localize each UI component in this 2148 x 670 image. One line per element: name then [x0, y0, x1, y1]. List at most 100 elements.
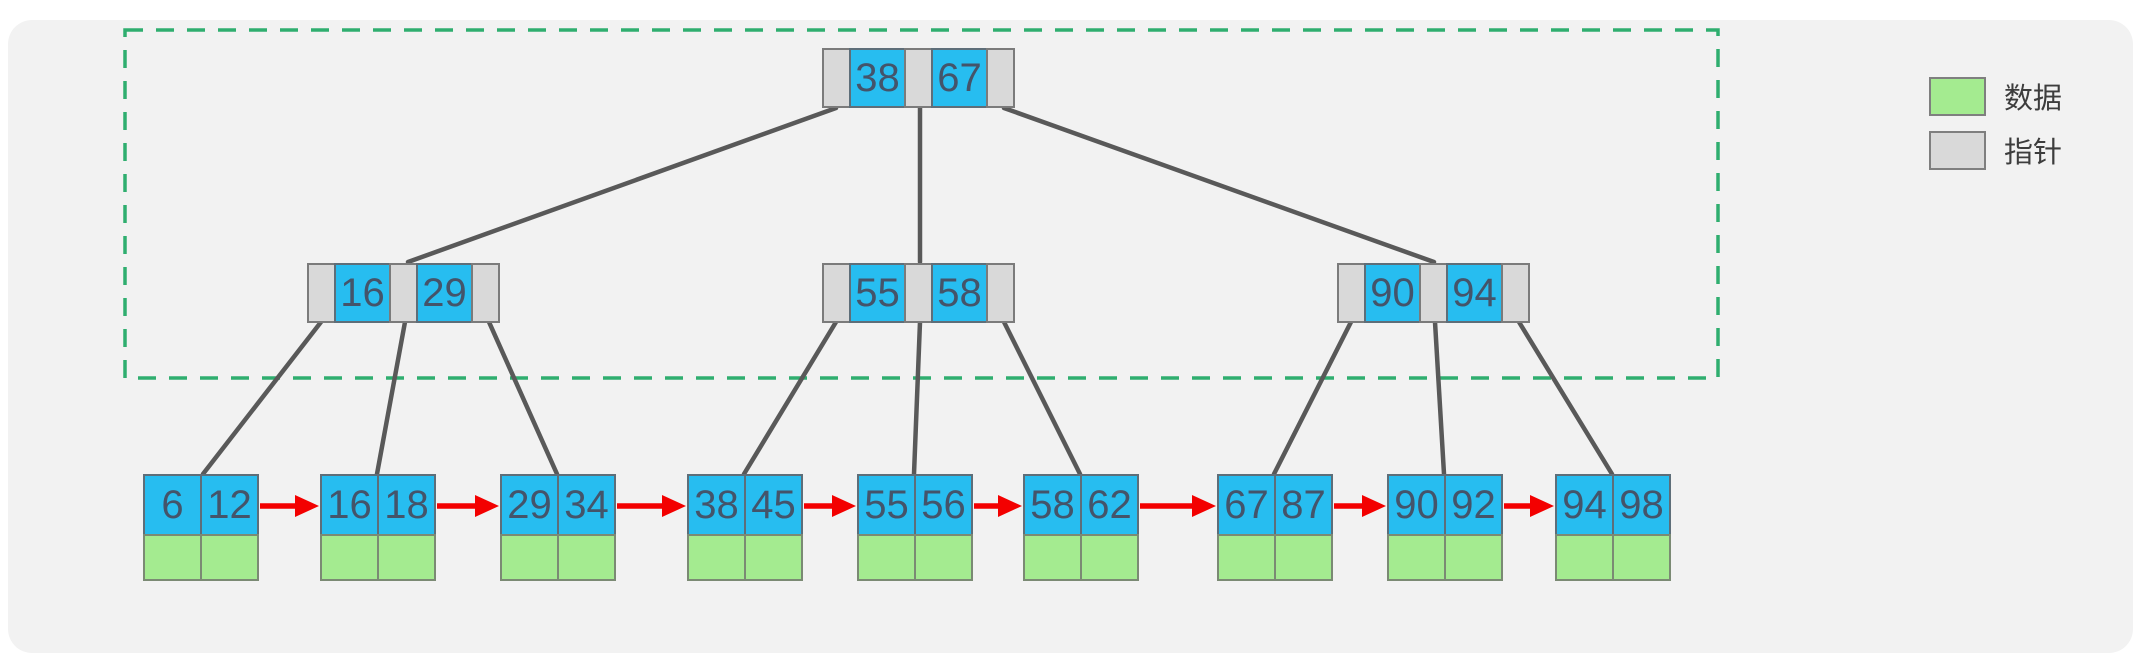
leaf-key-row: 55 56	[857, 474, 973, 536]
edge-internal2-to-leaf6	[1001, 319, 1083, 477]
key-cell: 16	[334, 263, 391, 323]
data-cell	[143, 534, 202, 581]
pointer-cell	[1501, 263, 1530, 323]
data-cell	[500, 534, 559, 581]
key-cell: 16	[320, 474, 379, 536]
leaf-data-row	[1387, 534, 1503, 581]
edge-internal1-to-leaf1	[200, 319, 324, 477]
key-cell: 58	[931, 263, 988, 323]
data-cell	[557, 534, 616, 581]
data-cell	[1080, 534, 1139, 581]
key-cell: 29	[500, 474, 559, 536]
leaf-data-row	[1023, 534, 1139, 581]
data-cell	[744, 534, 803, 581]
leaf-data-row	[500, 534, 616, 581]
legend-label: 指针	[2004, 137, 2063, 169]
pointer-cell	[822, 48, 851, 108]
pointer-cell	[471, 263, 500, 323]
leaf-node: 58 62	[1023, 474, 1139, 581]
leaf-key-row: 6 12	[143, 474, 259, 536]
data-cell	[914, 534, 973, 581]
leaf-node: 29 34	[500, 474, 616, 581]
key-cell: 56	[914, 474, 973, 536]
leaf-data-row	[857, 534, 973, 581]
leaf-data-row	[320, 534, 436, 581]
key-cell: 12	[200, 474, 259, 536]
key-cell: 55	[857, 474, 916, 536]
legend-label: 数据	[2004, 83, 2063, 115]
internal-node: 55 58	[822, 263, 1015, 323]
key-cell: 38	[849, 48, 906, 108]
edge-internal1-to-leaf2	[374, 319, 408, 477]
legend-item-pointer: 指针	[1929, 129, 2062, 171]
data-swatch	[1929, 76, 1986, 116]
leaf-data-row	[1217, 534, 1333, 581]
root-node: 38 67	[822, 48, 1015, 108]
pointer-cell	[904, 263, 933, 323]
key-cell: 67	[931, 48, 988, 108]
leaf-node: 67 87	[1217, 474, 1333, 581]
key-cell: 34	[557, 474, 616, 536]
pointer-cell	[822, 263, 851, 323]
leaf-node: 16 18	[320, 474, 436, 581]
edge-internal1-to-leaf3	[486, 319, 560, 477]
key-cell: 62	[1080, 474, 1139, 536]
key-cell: 55	[849, 263, 906, 323]
pointer-cell	[389, 263, 418, 323]
pointer-cell	[1419, 263, 1448, 323]
data-cell	[857, 534, 916, 581]
leaf-key-row: 38 45	[687, 474, 803, 536]
leaf-data-row	[687, 534, 803, 581]
pointer-cell	[1337, 263, 1366, 323]
key-cell: 98	[1612, 474, 1671, 536]
leaf-node: 94 98	[1555, 474, 1671, 581]
key-cell: 58	[1023, 474, 1082, 536]
leaf-node: 38 45	[687, 474, 803, 581]
pointer-cell	[307, 263, 336, 323]
leaf-data-row	[143, 534, 259, 581]
edge-internal3-to-leaf7	[1271, 319, 1354, 477]
data-cell	[1217, 534, 1276, 581]
key-cell: 90	[1364, 263, 1421, 323]
data-cell	[1274, 534, 1333, 581]
edge-root-to-internal-3	[1001, 105, 1437, 265]
key-cell: 29	[416, 263, 473, 323]
data-cell	[1387, 534, 1446, 581]
data-cell	[200, 534, 259, 581]
data-cell	[1612, 534, 1671, 581]
edge-internal3-to-leaf8	[1432, 319, 1447, 477]
leaf-key-row: 16 18	[320, 474, 436, 536]
data-cell	[320, 534, 379, 581]
key-cell: 6	[143, 474, 202, 536]
internal-node: 16 29	[307, 263, 500, 323]
key-cell: 38	[687, 474, 746, 536]
pointer-swatch	[1929, 130, 1986, 170]
leaf-node: 90 92	[1387, 474, 1503, 581]
pointer-cell	[904, 48, 933, 108]
edge-root-to-internal-1	[405, 105, 839, 265]
leaf-key-row: 67 87	[1217, 474, 1333, 536]
data-cell	[377, 534, 436, 581]
key-cell: 94	[1555, 474, 1614, 536]
data-cell	[687, 534, 746, 581]
edge-internal2-to-leaf5	[911, 319, 923, 477]
leaf-key-row: 94 98	[1555, 474, 1671, 536]
tree-edges	[200, 105, 1615, 477]
index-region-dashed-border	[123, 28, 1720, 380]
leaf-data-row	[1555, 534, 1671, 581]
pointer-cell	[986, 263, 1015, 323]
data-cell	[1555, 534, 1614, 581]
key-cell: 92	[1444, 474, 1503, 536]
leaf-key-row: 58 62	[1023, 474, 1139, 536]
data-cell	[1023, 534, 1082, 581]
edge-internal3-to-leaf9	[1516, 319, 1615, 477]
leaf-node: 55 56	[857, 474, 973, 581]
pointer-cell	[986, 48, 1015, 108]
legend-item-data: 数据	[1929, 75, 2062, 117]
key-cell: 94	[1446, 263, 1503, 323]
key-cell: 18	[377, 474, 436, 536]
key-cell: 90	[1387, 474, 1446, 536]
leaf-node: 6 12	[143, 474, 259, 581]
